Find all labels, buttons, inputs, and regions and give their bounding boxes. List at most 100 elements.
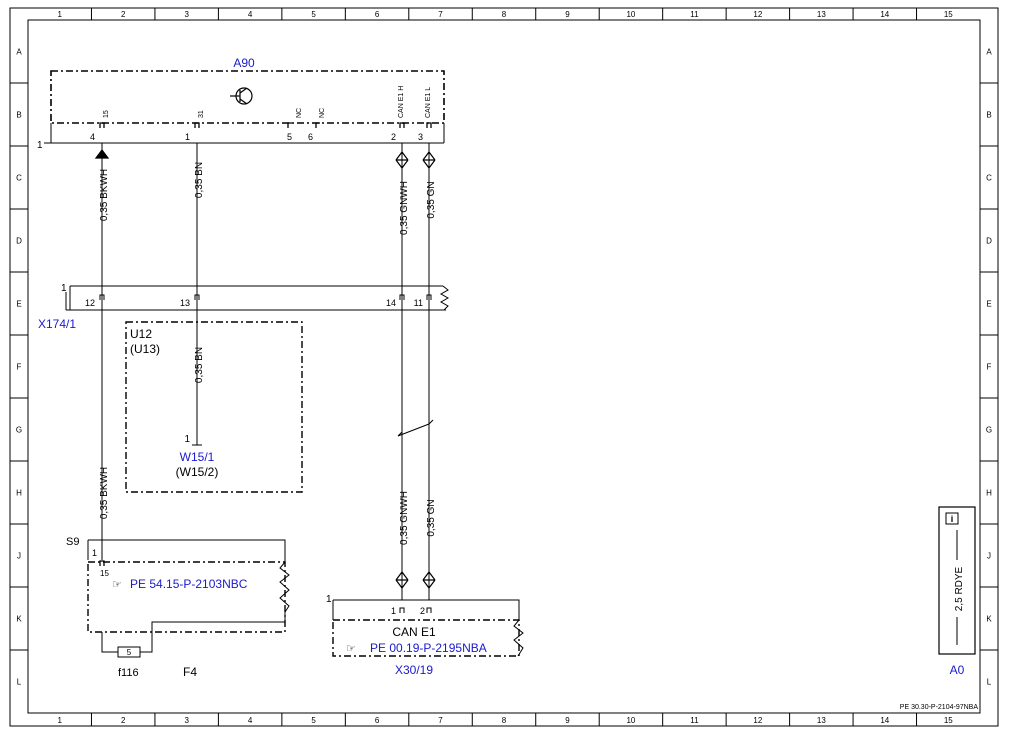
wire-label: 0,35 BN — [194, 162, 205, 198]
grid-labels: 1122334455667788991010111112121313141415… — [16, 10, 992, 725]
fuse-lines — [101, 612, 286, 653]
row-label: C — [16, 174, 22, 183]
col-label: 10 — [626, 10, 635, 19]
x174-pin-num: 13 — [180, 298, 190, 308]
row-label: K — [986, 615, 992, 624]
s9-pin-15: 15 — [100, 569, 109, 578]
row-label: F — [987, 363, 992, 372]
a90-pin-name: 31 — [198, 110, 205, 118]
s9-break — [279, 561, 290, 613]
fuse-symbol — [117, 646, 141, 658]
x30-ref: 1 — [326, 594, 332, 605]
grid-ticks — [10, 8, 998, 726]
row-label: D — [16, 237, 22, 246]
col-label: 7 — [438, 10, 443, 19]
col-label: 6 — [375, 716, 380, 725]
col-label: 1 — [58, 716, 63, 725]
row-label: H — [986, 489, 992, 498]
s9-frame — [87, 539, 286, 562]
col-label: 13 — [817, 716, 826, 725]
w15-label: W15/1 — [180, 450, 215, 464]
col-label: 11 — [690, 10, 699, 19]
row-label: K — [16, 615, 22, 624]
row-label: F — [17, 363, 22, 372]
x30-pin1: 1 — [391, 606, 396, 616]
wire-label: 0,35 GNWH — [399, 181, 410, 235]
u12-label: U12 — [130, 327, 152, 341]
col-label: 1 — [58, 10, 63, 19]
info-icon-glyph: i — [951, 514, 954, 524]
x174-label: X174/1 — [38, 317, 76, 331]
fuse-value: 5 — [127, 648, 132, 657]
col-label: 3 — [184, 716, 189, 725]
s9-ref-link[interactable]: PE 54.15-P-2103NBC — [130, 577, 248, 591]
x30-frame — [332, 599, 524, 657]
x30-title: CAN E1 — [392, 625, 436, 639]
x174-pin-num: 11 — [414, 298, 423, 308]
wire-lines — [101, 143, 430, 600]
s9-pin-connector — [99, 560, 105, 566]
connector-arrows — [94, 149, 436, 589]
row-label: E — [986, 300, 991, 309]
a90-pin-num: 1 — [185, 132, 190, 142]
col-label: 9 — [565, 716, 570, 725]
x174-ref: 1 — [61, 283, 67, 294]
row-label: A — [16, 48, 22, 57]
a90-pin-name: CAN E1 H — [398, 86, 405, 118]
row-label: G — [986, 426, 992, 435]
u12-alt-label: (U13) — [130, 342, 160, 356]
inner-frame — [27, 19, 981, 714]
col-label: 7 — [438, 716, 443, 725]
col-label: 9 — [565, 10, 570, 19]
row-label: G — [16, 426, 22, 435]
col-label: 10 — [626, 716, 635, 725]
fuse-label: f116 — [118, 667, 139, 679]
a90-pin-num: 3 — [418, 132, 423, 142]
col-label: 13 — [817, 10, 826, 19]
outer-frame — [9, 7, 999, 727]
row-label: E — [16, 300, 21, 309]
col-label: 8 — [502, 716, 507, 725]
col-label: 6 — [375, 10, 380, 19]
x30-ref-link[interactable]: PE 00.19-P-2195NBA — [370, 641, 487, 655]
a90-pin-connectors — [99, 122, 432, 128]
col-label: 5 — [311, 716, 316, 725]
row-label: D — [986, 237, 992, 246]
a90-pin-name: 15 — [103, 110, 110, 118]
col-label: 4 — [248, 10, 253, 19]
a90-pin-num: 5 — [287, 132, 292, 142]
x174-strip — [65, 285, 450, 311]
a90-pin-num: 2 — [391, 132, 396, 142]
a90-label: A90 — [233, 56, 255, 70]
wire-label: 0,35 BKWH — [99, 169, 110, 221]
s9-label: S9 — [66, 536, 79, 548]
col-label: 14 — [880, 10, 889, 19]
col-label: 12 — [753, 716, 762, 725]
hand-pointer-icon: ☞ — [112, 579, 122, 591]
s9-box — [87, 561, 286, 633]
col-label: 15 — [944, 716, 953, 725]
doc-reference: PE 30.30-P-2104-97NBA — [900, 704, 979, 711]
transistor-icon — [230, 87, 253, 105]
col-label: 2 — [121, 716, 126, 725]
col-label: 5 — [311, 10, 316, 19]
a0-label: A0 — [950, 663, 965, 677]
w15-pin: 1 — [184, 434, 190, 445]
row-label: A — [986, 48, 992, 57]
a90-ground-ref: 1 — [37, 140, 43, 151]
col-label: 8 — [502, 10, 507, 19]
a90-box — [50, 70, 445, 124]
wire-label: 0,35 BKWH — [99, 467, 110, 519]
x30-label: X30/19 — [395, 663, 433, 677]
col-label: 3 — [184, 10, 189, 19]
col-label: 14 — [880, 716, 889, 725]
row-label: C — [986, 174, 992, 183]
row-label: L — [987, 678, 992, 687]
a90-pin-num: 6 — [308, 132, 313, 142]
hand-pointer-icon: ☞ — [346, 643, 356, 655]
a0-box — [938, 506, 976, 655]
row-label: H — [16, 489, 22, 498]
f4-label: F4 — [183, 665, 197, 679]
s9-pin-top: 1 — [92, 548, 97, 558]
